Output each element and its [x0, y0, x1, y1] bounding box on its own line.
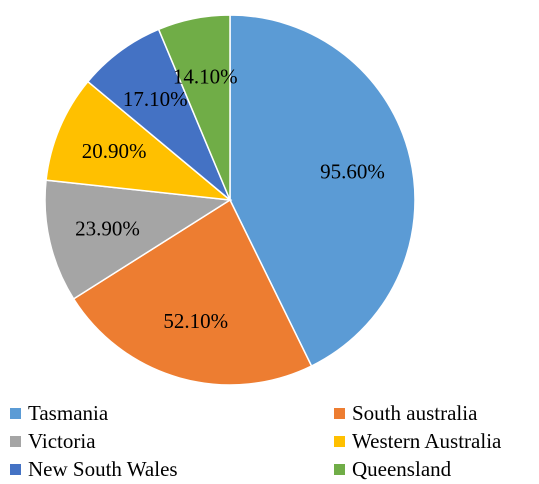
pie-slices [44, 14, 416, 386]
legend-label-victoria: Victoria [28, 428, 96, 453]
data-label-queensland: 14.10% [173, 65, 238, 89]
pie-slice-tasmania [229, 14, 416, 368]
legend-item-western-australia: Western Australia [334, 428, 501, 454]
data-label-south-australia: 52.10% [163, 309, 228, 333]
legend-swatch-tasmania [10, 407, 21, 419]
legend-label-south-australia: South australia [352, 400, 478, 425]
legend-swatch-new-south-wales [10, 463, 21, 475]
legend-label-tasmania: Tasmania [28, 400, 109, 425]
legend-item-south-australia: South australia [334, 400, 477, 426]
pie-slice-queensland [157, 14, 231, 201]
data-label-tasmania: 95.60% [320, 160, 385, 184]
pie-chart: 95.60% 52.10% 23.90% 20.90% 17.10%14.10% [44, 14, 416, 386]
legend-swatch-south-australia [334, 407, 345, 419]
legend-item-victoria: Victoria [10, 428, 96, 454]
pie-slice-western-australia [45, 80, 233, 202]
legend-label-new-south-wales: New South Wales [28, 456, 178, 481]
legend-item-tasmania: Tasmania [10, 400, 108, 426]
legend-label-queensland: Queensland [352, 456, 452, 481]
data-label-new-south-wales: 17.10% [123, 87, 188, 111]
legend-item-new-south-wales: New South Wales [10, 456, 178, 482]
pie-slice-south-australia [72, 198, 313, 386]
pie-labels: 95.60% 52.10% 23.90% 20.90% 17.10%14.10% [75, 65, 385, 333]
legend-swatch-queensland [334, 463, 345, 475]
legend-item-queensland: Queensland [334, 456, 451, 482]
legend-label-western-australia: Western Australia [352, 428, 502, 453]
legend-swatch-western-australia [334, 435, 345, 447]
legend-swatch-victoria [10, 435, 21, 447]
pie-slice-victoria [44, 179, 233, 300]
data-label-western-australia: 20.90% [82, 139, 147, 163]
data-label-victoria: 23.90% [75, 216, 140, 240]
legend: Tasmania South australia Victoria Wester… [0, 398, 539, 484]
